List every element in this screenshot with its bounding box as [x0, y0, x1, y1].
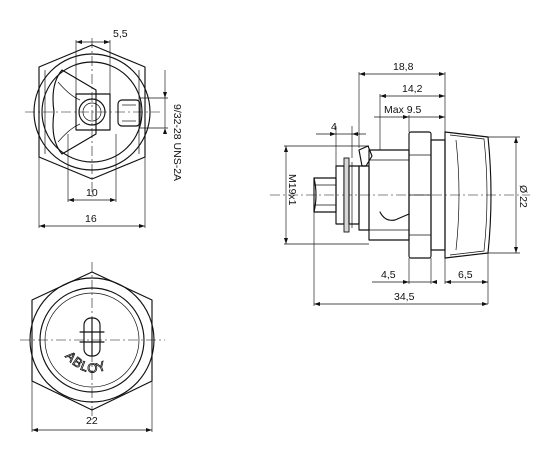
dim-thread-top: 9/32-28 UNS-2A: [171, 104, 183, 181]
cam-plate: [343, 157, 350, 233]
hex-nut-outline: [38, 44, 146, 180]
abloy-logo: ABLOY: [63, 348, 109, 375]
spindle-hole: [78, 98, 106, 126]
square-spindle: [75, 93, 111, 131]
side-view: 18,8 14,2 Max 9.5 4 M19x1 Ø 22: [270, 61, 530, 306]
cam-wing: [52, 69, 97, 155]
front-circle-mid: [39, 287, 145, 393]
dim-bottom-right: 6,5: [458, 269, 473, 281]
front-hex-outline: [31, 271, 153, 411]
dim-thread-side: M19x1: [286, 174, 298, 206]
body-circle-inner: [41, 61, 143, 163]
clip-right: [117, 99, 141, 127]
lock-body-neck: [358, 165, 370, 231]
front-circle-outer: [29, 277, 155, 403]
dim-inner-width: 10: [86, 187, 98, 199]
body-circle-outer: [33, 53, 151, 171]
dim-outer-width: 16: [85, 213, 97, 225]
dim-small: 4: [331, 121, 337, 133]
dim-total-length: 34,5: [394, 291, 415, 303]
dim-max: Max 9.5: [384, 104, 422, 116]
front-view: ABLOY 22: [20, 262, 165, 432]
dim-mid: 14,2: [402, 83, 423, 95]
dim-bottom-left: 4,5: [381, 269, 396, 281]
dim-front-width: 22: [86, 415, 98, 427]
dim-total-top: 18,8: [393, 61, 414, 73]
cam-lever-top: [358, 145, 373, 167]
dim-diameter: Ø 22: [517, 185, 529, 208]
dim-top-width: 5,5: [113, 28, 128, 40]
rear-view: 5,5 10 16 9/32-28 UNS-2A: [25, 28, 183, 228]
